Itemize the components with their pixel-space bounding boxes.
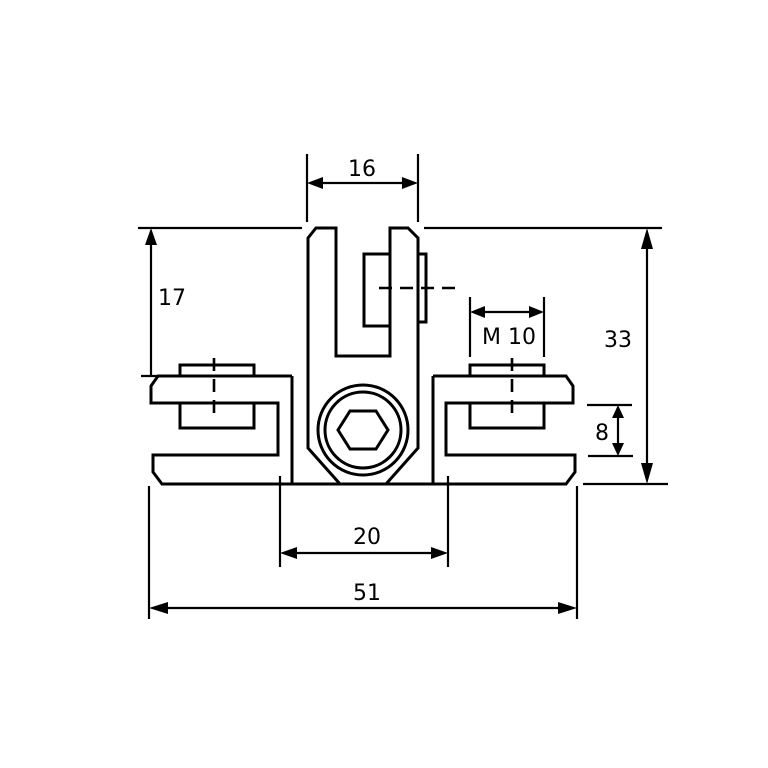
- dimension-fork-height: 17: [141, 228, 186, 378]
- center-width-label: 20: [353, 525, 381, 550]
- dimension-thread: M 10: [468, 297, 546, 357]
- dimension-jaw-gap: 8: [587, 403, 633, 458]
- dimension-total-height: 33: [583, 228, 668, 486]
- right-clamp-jaw: [433, 358, 577, 486]
- dimension-total-width: 51: [147, 486, 579, 619]
- fork-width-label: 16: [348, 157, 376, 182]
- hex-socket-screw: [316, 383, 410, 477]
- center-body: [290, 376, 435, 485]
- left-clamp-jaw: [149, 358, 292, 486]
- clevis-fork: [306, 226, 460, 376]
- total-width-label: 51: [353, 581, 381, 606]
- total-height-label: 33: [604, 328, 632, 353]
- jaw-gap-label: 8: [595, 421, 609, 446]
- fork-height-label: 17: [158, 286, 186, 311]
- dimension-center-width: 20: [278, 476, 450, 567]
- thread-label: M 10: [482, 325, 536, 350]
- dimension-fork-width: 16: [305, 154, 420, 222]
